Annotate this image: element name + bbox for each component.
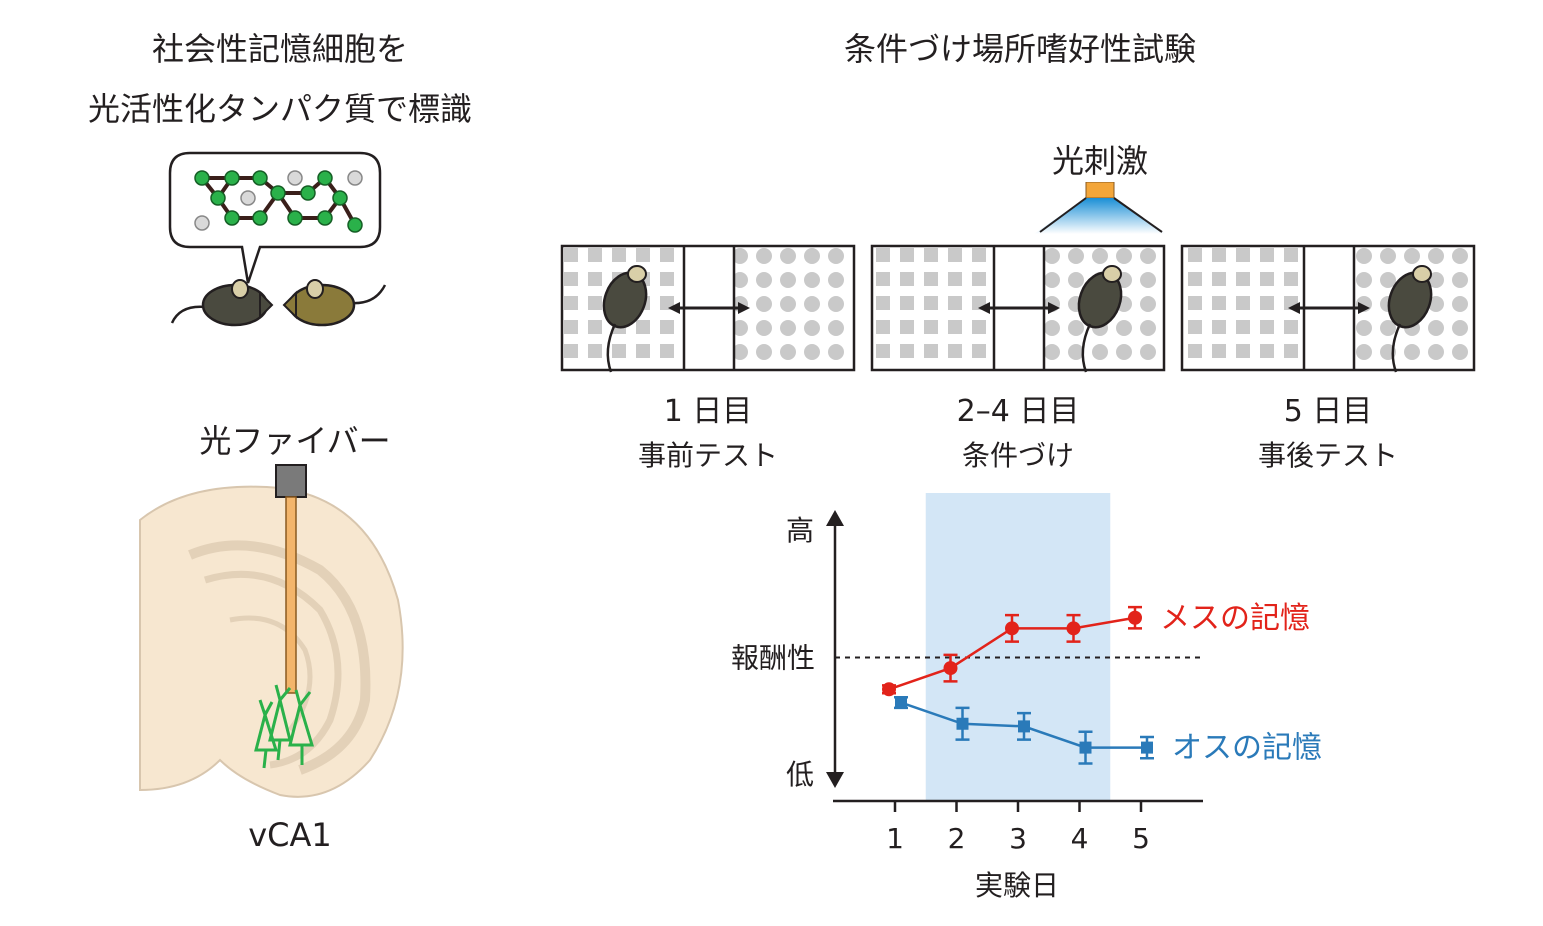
- optic-fiber: [285, 496, 297, 694]
- right-title: 条件づけ場所嗜好性試験: [843, 30, 1196, 68]
- cpp-boxes: [560, 244, 1476, 374]
- y-axis-arrow-bottom: [826, 772, 844, 788]
- cell-dots: [194, 170, 363, 233]
- y-bottom-label: 低: [786, 758, 814, 791]
- stage2-day: 2–4 日目: [956, 394, 1080, 429]
- stage2-name: 条件づけ: [961, 439, 1074, 472]
- box-day1: [560, 244, 856, 374]
- x-axis-label: 実験日: [975, 869, 1059, 902]
- fiber-label: 光ファイバー: [199, 422, 391, 460]
- social-memory-illustration: [168, 151, 387, 327]
- stim-label: 光刺激: [1051, 142, 1148, 180]
- speech-bubble: [168, 151, 382, 284]
- stage1-day: 1 日目: [663, 394, 753, 429]
- left-title-line2: 光活性化タンパク質で標識: [87, 90, 472, 128]
- conditioning-shade: [925, 493, 1111, 801]
- data-point: [1018, 720, 1030, 733]
- x-tick-label: 5: [1132, 822, 1150, 855]
- data-point: [1005, 621, 1019, 636]
- series-0: メスの記憶: [882, 601, 1310, 697]
- x-ticks: 1 2 3 4 5: [886, 801, 1150, 855]
- neuron-cluster: [254, 684, 315, 769]
- data-point: [1079, 741, 1092, 754]
- series-label: メスの記憶: [1160, 601, 1310, 636]
- series-1: オスの記憶: [894, 696, 1322, 766]
- box-day5: [1180, 244, 1476, 374]
- x-tick-label: 4: [1071, 822, 1089, 855]
- light-stim-icon: [1034, 182, 1166, 234]
- x-tick-label: 3: [1009, 822, 1027, 855]
- data-point: [882, 682, 896, 697]
- mouse-dark-icon: [170, 279, 274, 327]
- stage3-day: 5 日目: [1283, 394, 1373, 429]
- data-point: [1141, 741, 1153, 754]
- data-point: [956, 717, 969, 730]
- data-point: [943, 661, 958, 676]
- stage1-name: 事前テスト: [637, 439, 778, 472]
- data-point: [1066, 621, 1081, 636]
- y-top-label: 高: [786, 514, 814, 547]
- left-title-line1: 社会性記憶細胞を: [151, 30, 408, 68]
- data-point: [895, 696, 907, 709]
- x-tick-label: 2: [948, 822, 966, 855]
- y-ref-label: 報酬性: [731, 642, 815, 675]
- y-axis-arrow-top: [826, 510, 844, 526]
- region-label: vCA1: [248, 816, 332, 854]
- mouse-olive-icon: [282, 279, 387, 327]
- box-day2-4: [870, 244, 1166, 374]
- brain-section-illustration: [139, 464, 404, 798]
- stage3-name: 事後テスト: [1257, 439, 1398, 472]
- x-tick-label: 1: [886, 822, 904, 855]
- series-label: オスの記憶: [1172, 731, 1322, 766]
- data-point: [1128, 610, 1142, 625]
